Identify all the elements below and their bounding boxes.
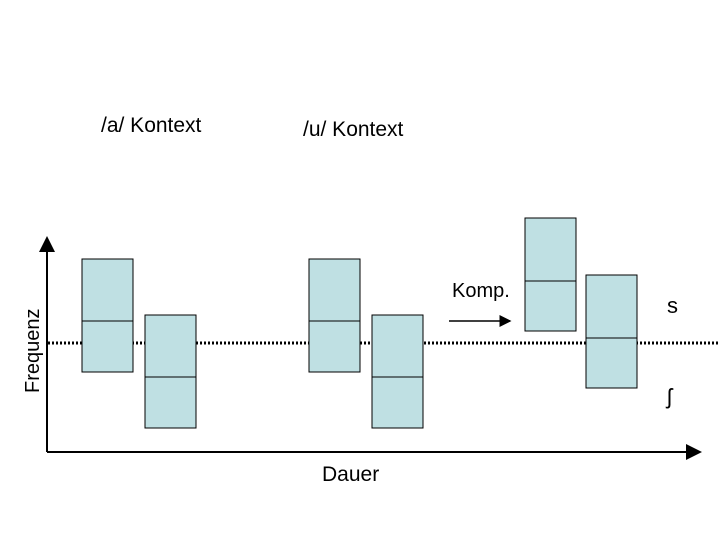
box-compensated-2 <box>585 274 638 389</box>
y-axis-label: Frequenz <box>22 308 44 394</box>
context-u-label: /u/ Kontext <box>303 118 404 141</box>
x-axis-label: Dauer <box>322 463 380 486</box>
box-a-2 <box>144 314 197 429</box>
box-u-1 <box>308 258 361 373</box>
box-compensated-1 <box>524 217 577 332</box>
box-a-1 <box>81 258 134 373</box>
komp-label: Komp. <box>452 280 510 302</box>
symbol-s: s <box>667 293 678 318</box>
box-u-2 <box>371 314 424 429</box>
symbol-esh: ʃ <box>667 384 672 409</box>
context-a-label: /a/ Kontext <box>101 114 202 137</box>
